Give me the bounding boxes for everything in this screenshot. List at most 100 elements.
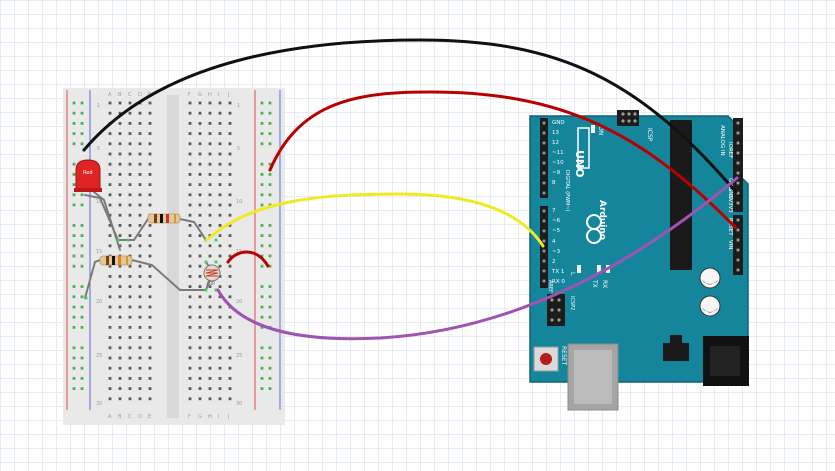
wire-yellow[interactable] — [205, 192, 545, 248]
bb-hole — [108, 213, 112, 217]
breadboard[interactable]: A B C D E F G H I J A B C D E F G H I J … — [63, 88, 285, 425]
bb-hole — [118, 213, 122, 217]
bb-hole — [228, 224, 232, 227]
bb-hole — [208, 397, 212, 401]
wires[interactable] — [82, 38, 739, 341]
header-pin — [736, 121, 740, 125]
breadboard-holes — [108, 101, 232, 401]
bb-hole — [128, 397, 132, 401]
bb-hole — [108, 295, 112, 299]
bb-hole — [108, 305, 112, 309]
rail-hole — [80, 132, 84, 135]
bb-hole — [208, 203, 212, 207]
bb-hole — [218, 326, 222, 329]
ldr-trace — [205, 269, 219, 277]
rail-hole — [260, 295, 264, 299]
header-pin — [542, 151, 546, 155]
on-led — [591, 125, 595, 133]
microcontroller-chip — [670, 120, 692, 270]
wire-purple[interactable] — [216, 176, 739, 341]
bb-hole — [228, 152, 232, 156]
bb-hole — [148, 122, 152, 125]
bb-hole — [208, 244, 212, 248]
wire-red-short[interactable] — [226, 250, 270, 268]
bb-hole — [138, 315, 142, 319]
bb-row-number: 5 — [237, 146, 240, 152]
bb-hole — [128, 213, 132, 217]
bb-hole — [148, 285, 152, 288]
arduino-uno-board[interactable]: ICSP ON UNO Arduino DIGITAL (PWM~) L TX … — [529, 110, 749, 411]
rail-hole — [72, 244, 76, 248]
led-label: Red — [83, 170, 93, 176]
rail-hole — [80, 387, 84, 390]
rail-hole — [80, 366, 84, 370]
bb-hole — [118, 173, 122, 176]
header-pin — [736, 191, 740, 195]
bb-hole — [228, 295, 232, 299]
header-pin — [542, 141, 546, 145]
connected-hole — [204, 260, 208, 264]
bb-row-number: 1 — [97, 103, 100, 109]
bb-letter: J — [227, 92, 229, 98]
bb-hole — [138, 326, 142, 329]
pin-label: ~10 — [552, 160, 564, 166]
reset-button-cap[interactable] — [540, 353, 552, 365]
bb-hole — [188, 162, 192, 166]
bb-hole — [218, 173, 222, 176]
bb-hole — [208, 152, 212, 156]
bb-hole — [128, 264, 132, 268]
rail-hole — [80, 122, 84, 125]
rail-hole — [80, 254, 84, 258]
wire-black[interactable] — [82, 38, 738, 194]
bb-hole — [198, 152, 202, 156]
bb-hole — [108, 336, 112, 339]
bb-hole — [138, 346, 142, 350]
photoresistor[interactable]: LDR — [203, 264, 221, 286]
bb-hole — [148, 142, 152, 146]
bb-letter: J — [227, 414, 229, 420]
bb-row-number: 5 — [97, 146, 100, 152]
rail-hole — [72, 285, 76, 288]
bb-hole — [198, 254, 202, 258]
rail-hole — [260, 366, 264, 370]
bb-hole — [228, 264, 232, 268]
bb-letter: G — [198, 92, 202, 98]
rail-hole — [268, 142, 272, 146]
rail-hole — [72, 356, 76, 360]
pin-label: VIN — [727, 240, 733, 250]
wire-red-long[interactable] — [268, 90, 738, 230]
bb-row-number: 25 — [96, 353, 102, 359]
bb-hole — [148, 264, 152, 268]
bb-hole — [128, 132, 132, 135]
pin-label: 7 — [552, 208, 556, 214]
bb-hole — [118, 244, 122, 248]
resistor-2[interactable] — [99, 255, 133, 266]
bb-hole — [218, 132, 222, 135]
rail-hole — [72, 366, 76, 370]
rail-hole — [72, 315, 76, 319]
bb-hole — [138, 122, 142, 125]
rail-hole — [72, 326, 76, 329]
bb-hole — [218, 366, 222, 370]
bb-hole — [118, 336, 122, 339]
digital-label: DIGITAL (PWM~) — [564, 170, 570, 212]
pin-label: GND — [552, 120, 565, 126]
bb-hole — [128, 111, 132, 115]
resistor-1[interactable] — [147, 213, 181, 224]
red-led[interactable]: Red — [74, 159, 102, 192]
header-pin — [736, 218, 740, 222]
header-pin — [542, 259, 546, 263]
pin-label: 4 — [552, 239, 556, 245]
bb-hole — [108, 173, 112, 176]
bb-letter: B — [118, 414, 122, 420]
bb-hole — [228, 162, 232, 166]
rail-hole — [260, 183, 264, 186]
rail-hole — [80, 244, 84, 248]
bb-hole — [138, 254, 142, 258]
pin-label: TX 1 — [551, 269, 564, 275]
bb-hole — [118, 315, 122, 319]
rail-hole — [80, 203, 84, 207]
bb-hole — [148, 132, 152, 135]
resistor-band — [154, 214, 157, 223]
bb-hole — [188, 336, 192, 339]
